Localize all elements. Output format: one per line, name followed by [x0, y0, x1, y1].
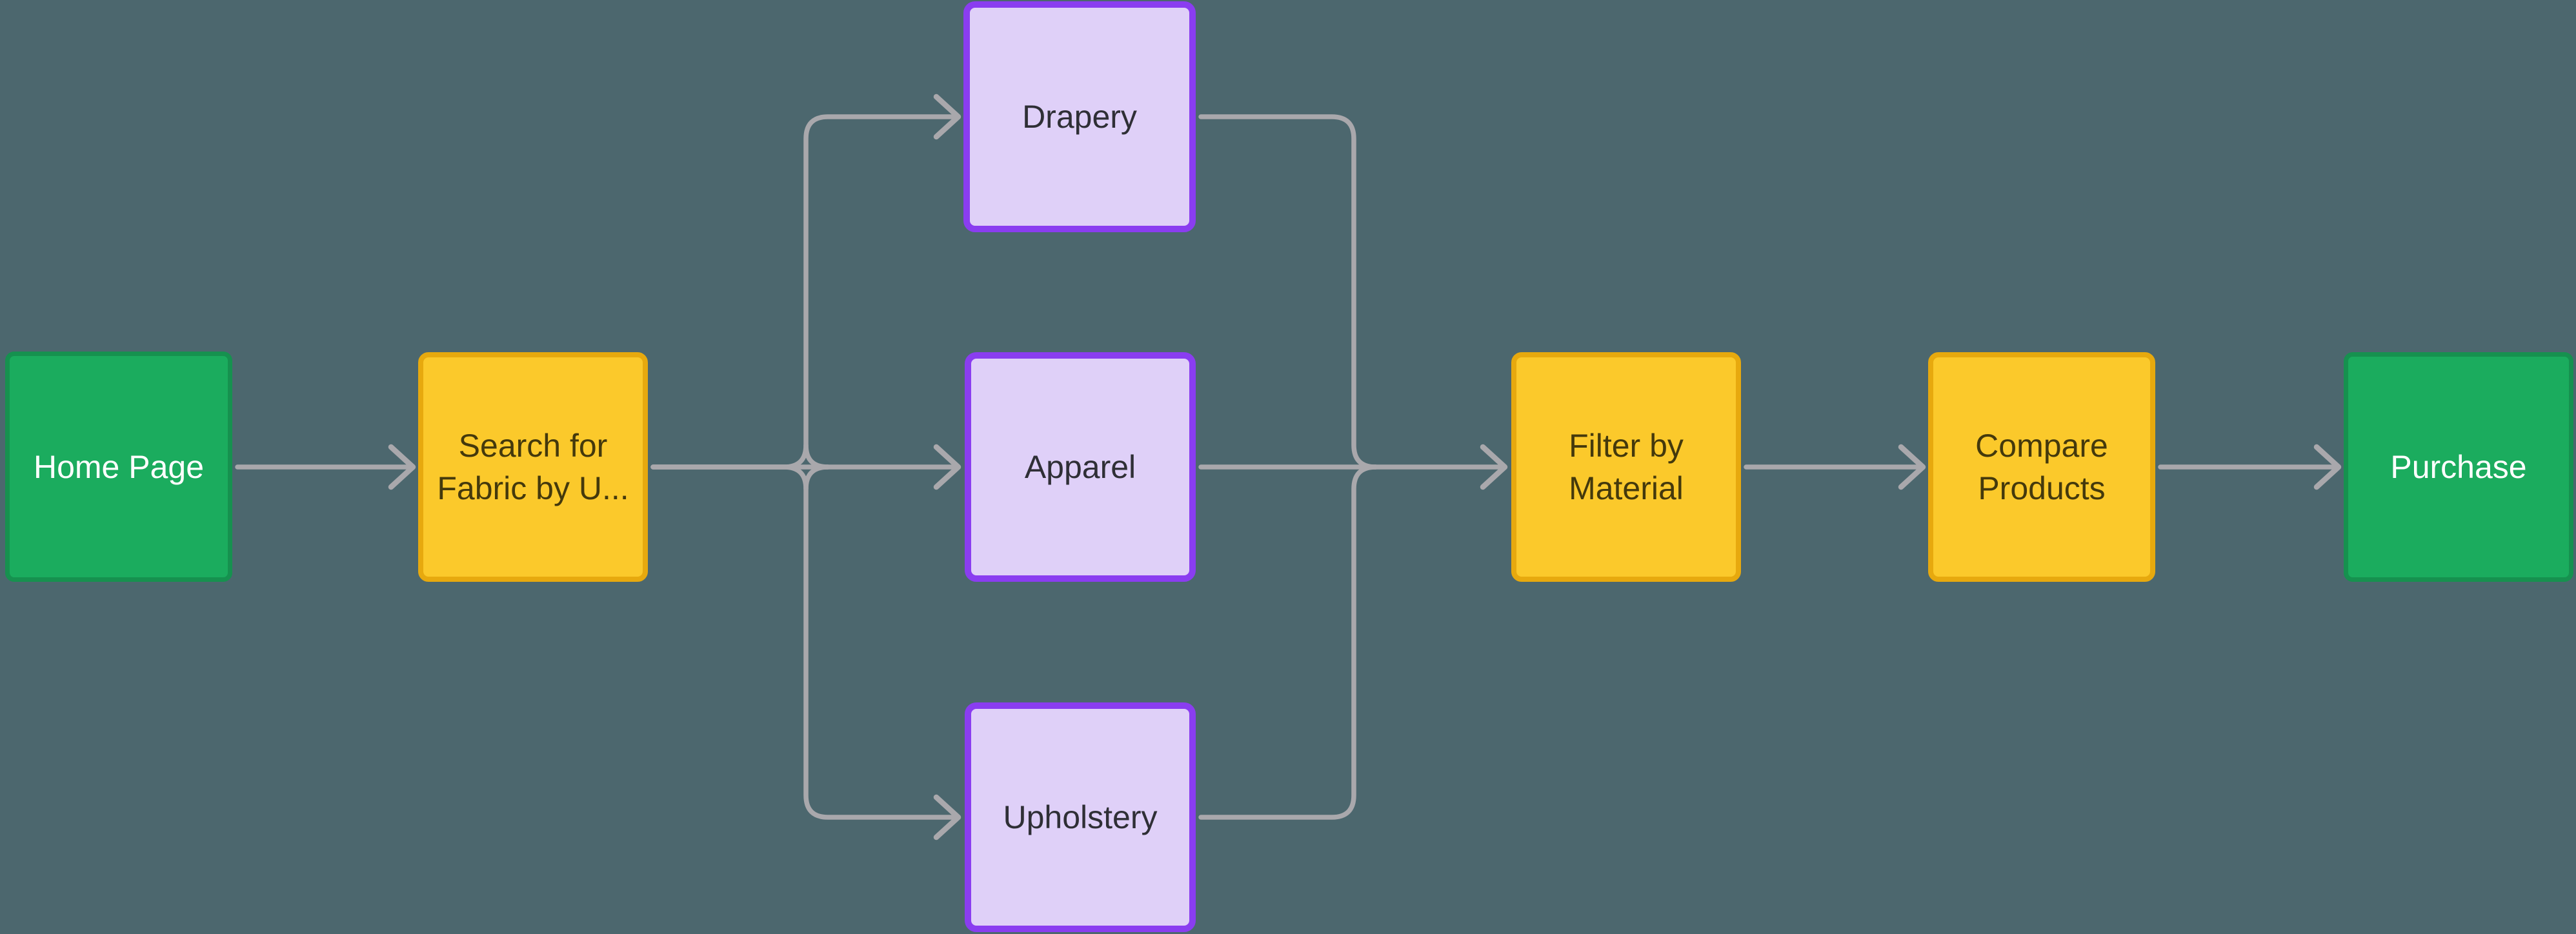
- node-upholstery[interactable]: Upholstery: [965, 702, 1196, 932]
- node-compare-products[interactable]: Compare Products: [1928, 352, 2155, 582]
- arrowhead-into-search-icon: [388, 444, 416, 490]
- edge-drapery-filter: [1198, 114, 1378, 470]
- edge-search-drapery: [650, 114, 957, 470]
- node-search-for-fabric-label: Search for Fabric by U...: [437, 428, 629, 506]
- node-drapery-label: Drapery: [1022, 99, 1137, 135]
- node-filter-by-material[interactable]: Filter by Material: [1511, 352, 1741, 582]
- arrowhead-into-apparel-icon: [933, 444, 961, 490]
- node-home-page[interactable]: Home Page: [5, 352, 232, 582]
- edge-upholstery-filter: [1198, 464, 1378, 820]
- node-home-page-label: Home Page: [33, 448, 205, 485]
- edge-search-upholstery: [650, 464, 957, 820]
- node-purchase[interactable]: Purchase: [2344, 352, 2573, 582]
- node-apparel[interactable]: Apparel: [965, 352, 1196, 582]
- node-drapery[interactable]: Drapery: [963, 1, 1196, 232]
- arrowhead-into-drapery-icon: [933, 94, 961, 140]
- node-search-for-fabric[interactable]: Search for Fabric by U...: [418, 352, 648, 582]
- node-filter-by-material-label: Filter by Material: [1569, 428, 1684, 506]
- edge-fork-fillet-up: [803, 442, 830, 470]
- arrowhead-into-purchase-icon: [2313, 444, 2342, 490]
- node-upholstery-label: Upholstery: [1003, 799, 1158, 835]
- arrowhead-into-compare-icon: [1898, 444, 1926, 490]
- node-purchase-label: Purchase: [2390, 449, 2527, 485]
- node-compare-products-label: Compare Products: [1975, 428, 2108, 506]
- edge-fork-fillet-down: [803, 464, 830, 492]
- node-apparel-label: Apparel: [1024, 449, 1136, 485]
- arrowhead-into-filter-icon: [1480, 444, 1508, 490]
- arrowhead-into-upholstery-icon: [933, 794, 961, 840]
